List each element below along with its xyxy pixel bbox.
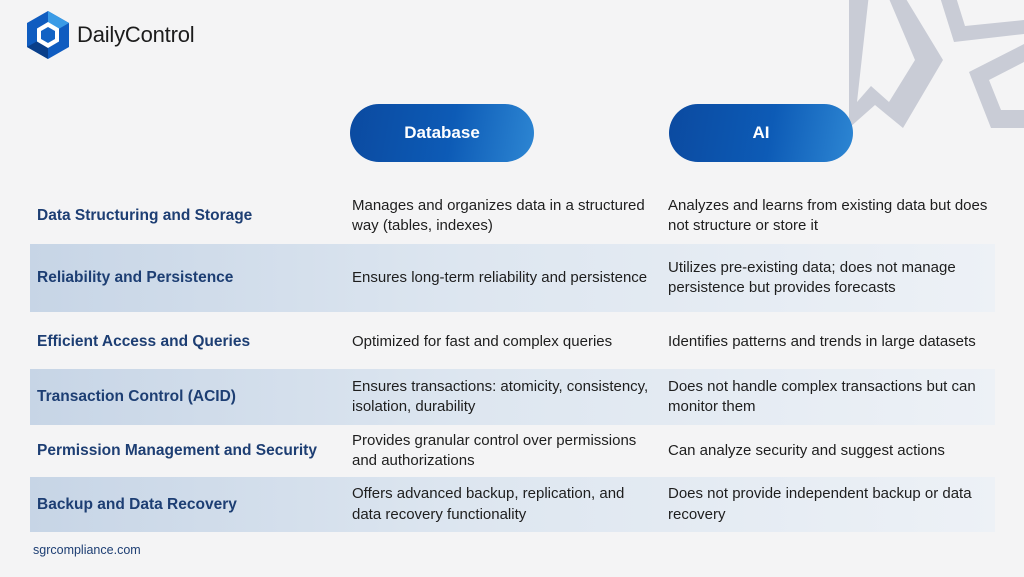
feature-label: Transaction Control (ACID) <box>37 388 236 405</box>
ai-cell: Utilizes pre-existing data; does not man… <box>668 258 956 297</box>
table-row: Data Structuring and Storage Manages and… <box>30 190 995 242</box>
database-cell: Optimized for fast and complex queries <box>352 332 613 350</box>
hexagon-outline-decoration-icon <box>849 0 1024 128</box>
table-row: Efficient Access and Queries Optimized f… <box>30 316 995 368</box>
ai-column-header: AI <box>669 104 853 162</box>
hexagon-logo-icon <box>27 11 69 59</box>
table-row: Reliability and Persistence Ensures long… <box>30 244 995 312</box>
database-cell: Ensures long-term reliability and persis… <box>352 268 648 286</box>
table-row: Backup and Data Recovery Offers advanced… <box>30 477 995 532</box>
feature-label: Permission Management and Security <box>37 442 317 459</box>
ai-cell: Does not provide independent backup or d… <box>668 485 972 523</box>
ai-cell: Identifies patterns and trends in large … <box>668 332 976 350</box>
feature-label: Data Structuring and Storage <box>37 207 253 224</box>
database-cell: Manages and organizes data in a structur… <box>352 196 645 235</box>
brand-name: DailyControl <box>77 22 195 47</box>
ai-cell: Analyzes and learns from existing data b… <box>668 196 988 235</box>
database-cell: Offers advanced backup, replication, and… <box>352 485 625 523</box>
database-column-header: Database <box>350 104 534 162</box>
footer-website: sgrcompliance.com <box>33 543 141 557</box>
ai-cell: Does not handle complex transactions but… <box>668 377 976 416</box>
feature-label: Reliability and Persistence <box>37 269 234 286</box>
database-cell: Provides granular control over permissio… <box>352 431 637 470</box>
ai-cell: Can analyze security and suggest actions <box>668 441 945 459</box>
table-row: Permission Management and Security Provi… <box>30 425 995 477</box>
brand: DailyControl <box>26 11 195 59</box>
feature-label: Backup and Data Recovery <box>37 495 237 513</box>
database-cell: Ensures transactions: atomicity, consist… <box>352 377 649 416</box>
table-row: Transaction Control (ACID) Ensures trans… <box>30 369 995 425</box>
feature-label: Efficient Access and Queries <box>37 333 251 350</box>
